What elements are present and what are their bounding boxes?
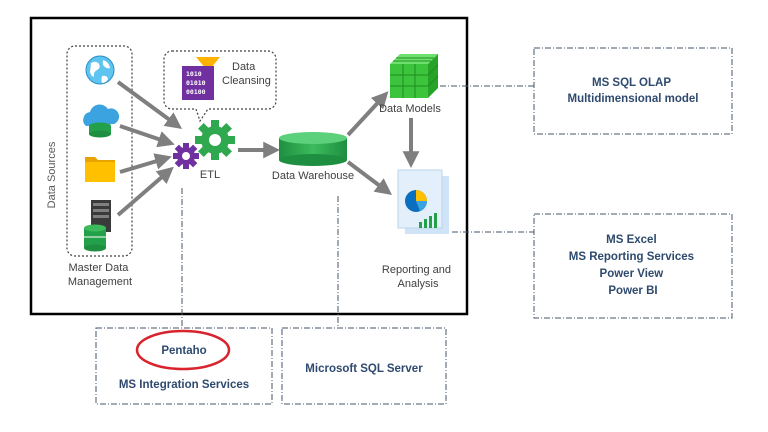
sql-server-box [281,327,447,405]
svg-text:00100: 00100 [186,88,206,96]
olap-box [533,47,733,135]
etl-tools-box [95,327,273,405]
globe-icon [85,55,115,85]
data-warehouse-cylinder-icon [279,132,347,166]
data-models-cube-icon [390,54,439,98]
folder-icon [85,157,115,182]
arrow-folder-to-etl [119,153,172,174]
sql-server-label: Microsoft SQL Server [305,363,423,375]
server-database-icon [84,200,111,252]
data-models-label: Data Models [379,103,441,115]
arrow-globe-to-etl [116,80,183,129]
reporting-document-icon [397,169,449,234]
master-data-label: Master Data Management [68,262,132,288]
cloud-database-icon [83,104,120,138]
arrow-warehouse-to-models [346,91,389,137]
ms-integration-services-label: MS Integration Services [119,379,249,391]
data-cleansing-label: Data Cleansing [222,61,271,87]
binary-data-icon: 1010 01010 00100 [182,66,214,100]
pentaho-label: Pentaho [161,345,206,357]
etl-label: ETL [200,169,220,181]
olap-box-text: MS SQL OLAP Multidimensional model [568,77,699,105]
data-sources-group [66,45,133,257]
svg-text:1010: 1010 [186,70,202,78]
etl-purple-gear-icon [173,143,199,169]
arrow-server-to-etl [116,166,174,217]
data-warehouse-label: Data Warehouse [272,170,354,182]
etl-green-gear-icon [195,120,235,160]
pentaho-highlight-circle [135,329,231,371]
reporting-tools-text: MS Excel MS Reporting Services Power Vie… [569,234,697,297]
arrow-warehouse-to-reporting [346,160,393,196]
data-sources-label: Data Sources [46,141,58,208]
svg-text:01010: 01010 [186,79,206,87]
reporting-label: Reporting and Analysis [382,264,454,290]
arrow-cloud-to-etl [119,124,175,148]
reporting-tools-box [533,213,733,319]
